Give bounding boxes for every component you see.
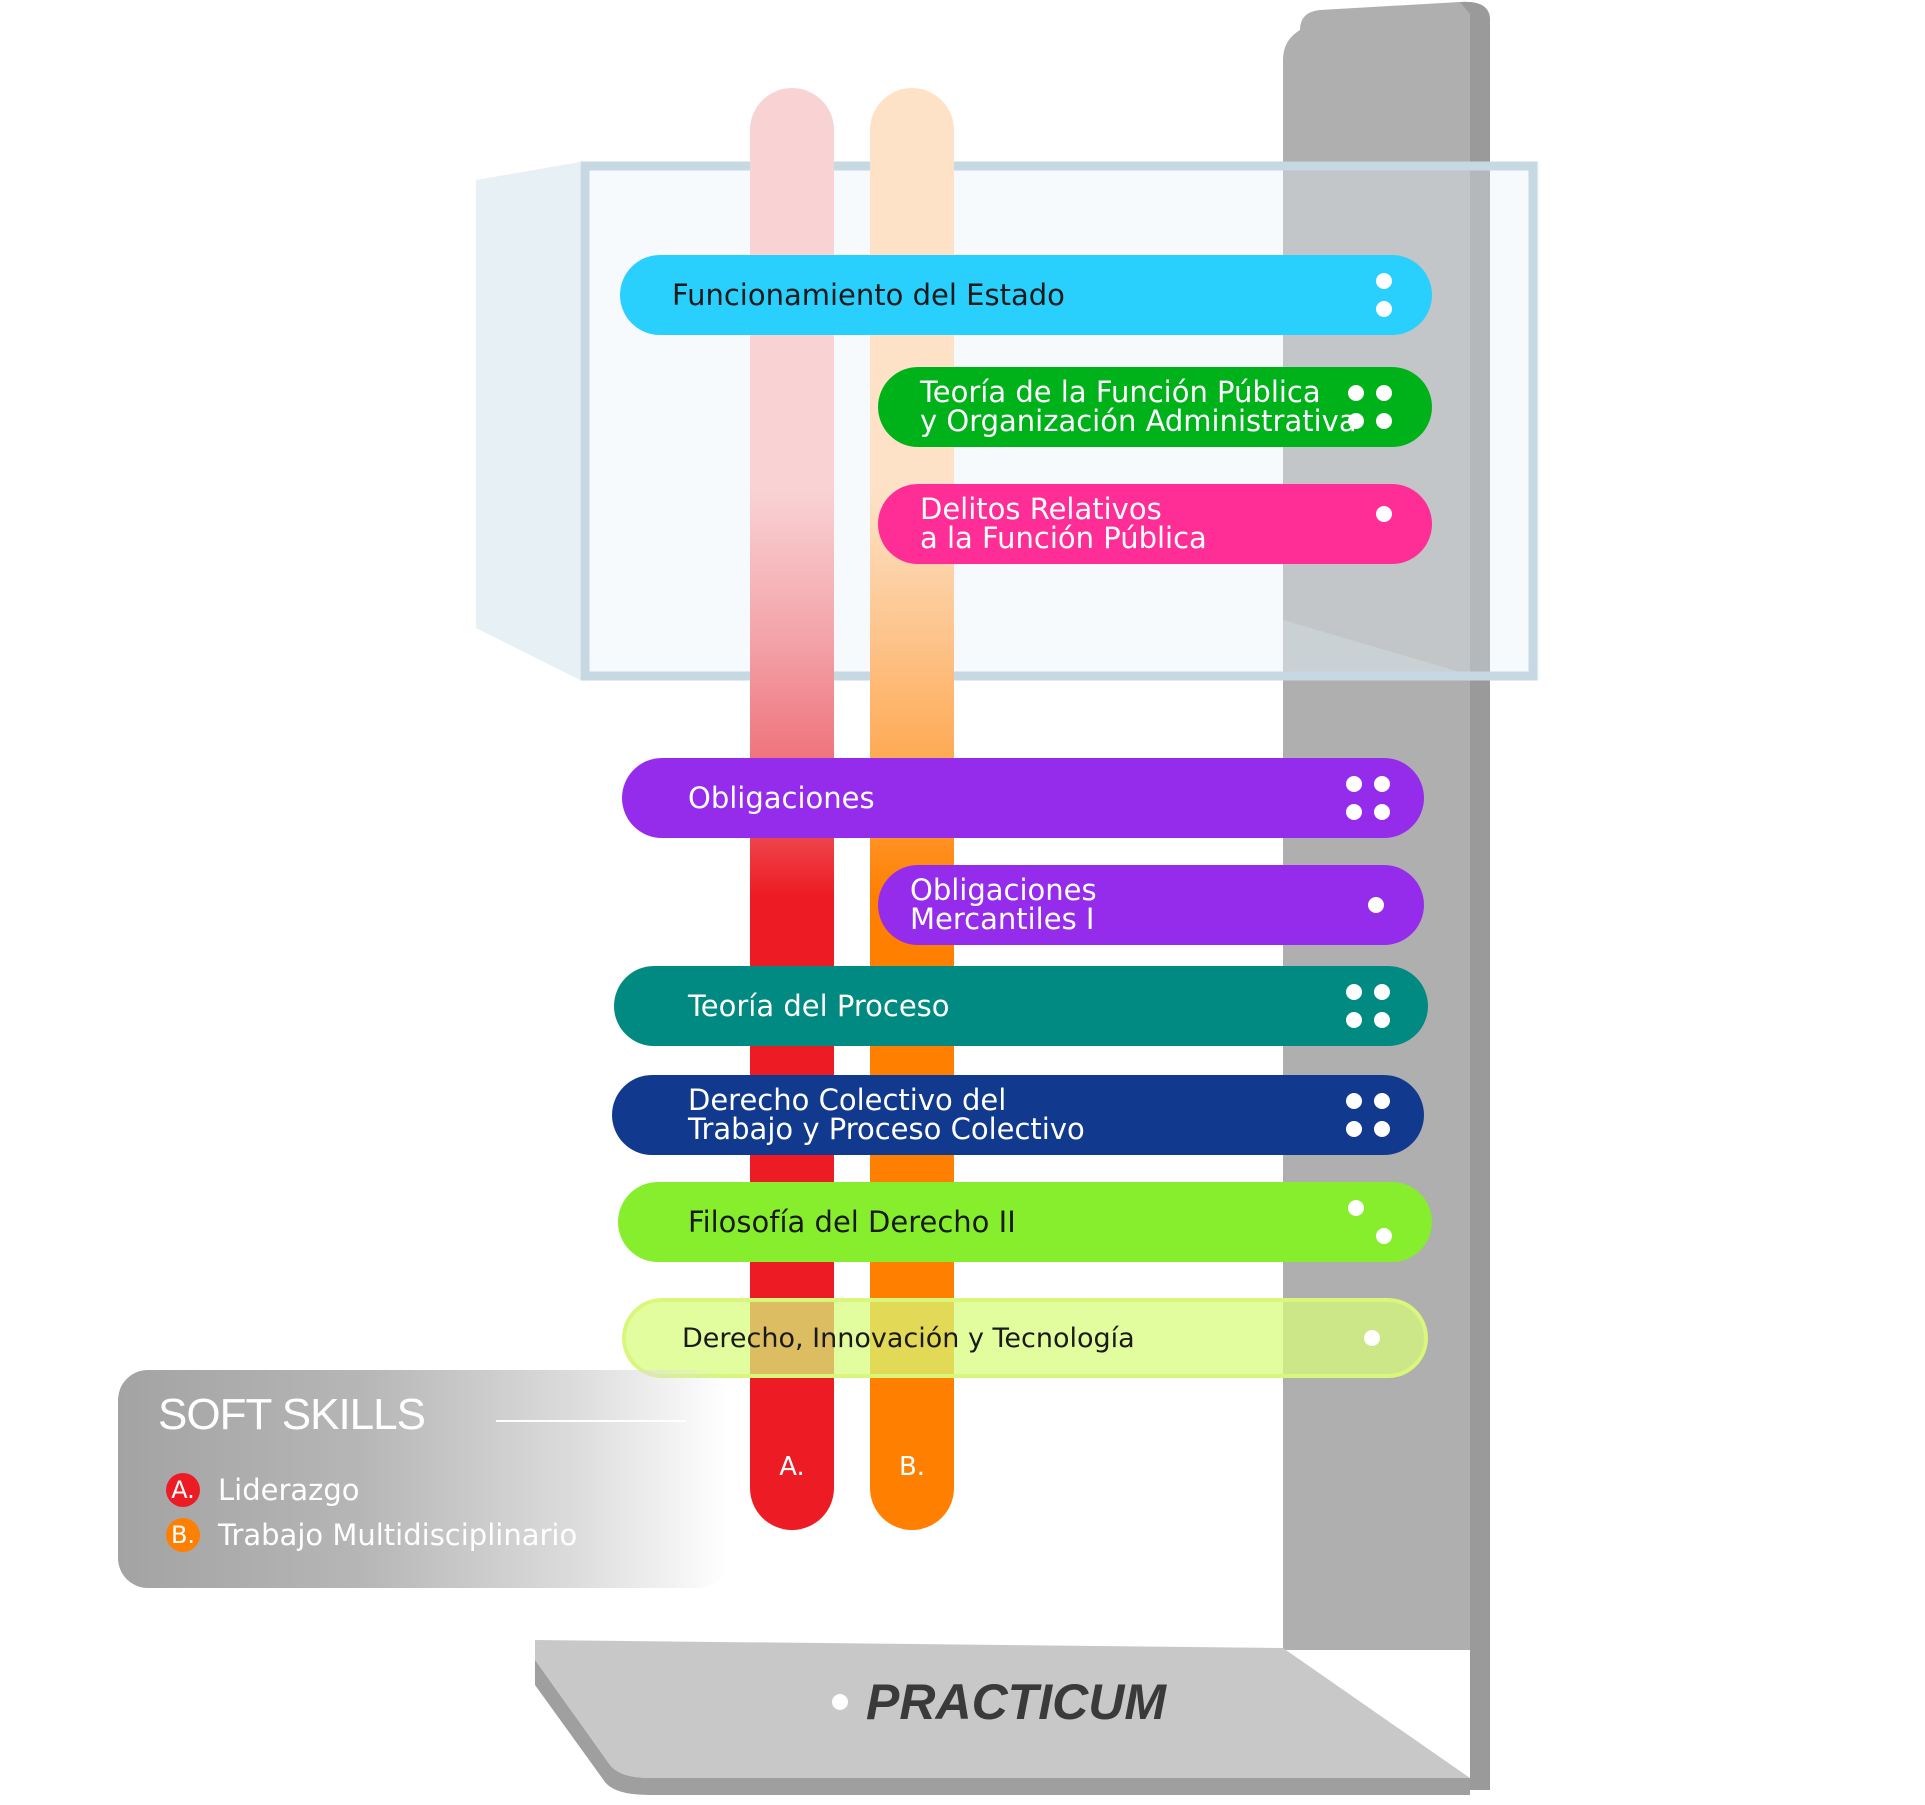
course-label: Teoría del Proceso [688, 988, 950, 1023]
practicum-label: PRACTICUM [832, 1673, 1166, 1731]
course-pill-derecho-innovacion: Derecho, Innovación y Tecnología [622, 1298, 1428, 1378]
legend-badge-a: A. [166, 1473, 200, 1507]
course-label: Teoría de la Función Pública y Organizac… [920, 375, 1357, 438]
bar-a-label: A. [779, 1452, 805, 1482]
legend-item-b: B. Trabajo Multidisciplinario [166, 1518, 577, 1552]
legend-item-a: A. Liderazgo [166, 1473, 360, 1507]
course-pill-derecho-colectivo: Derecho Colectivo del Trabajo y Proceso … [612, 1075, 1424, 1155]
credit-dots [1364, 1330, 1380, 1346]
soft-skills-title: SOFT SKILLS [158, 1390, 426, 1439]
credit-dots [1348, 385, 1392, 429]
title-rule [496, 1420, 686, 1422]
course-pill-teoria-funcion-publica: Teoría de la Función Pública y Organizac… [878, 367, 1432, 447]
course-pill-teoria-del-proceso: Teoría del Proceso [614, 966, 1428, 1046]
credit-dots [1346, 984, 1390, 1028]
course-pill-funcionamiento-del-estado: Funcionamiento del Estado [620, 255, 1432, 335]
course-label: Obligaciones Mercantiles I [910, 873, 1097, 936]
bullet-icon [832, 1694, 848, 1710]
legend-label-b: Trabajo Multidisciplinario [218, 1518, 578, 1552]
course-pill-delitos-relativos: Delitos Relativos a la Función Pública [878, 484, 1432, 564]
credit-dots [1368, 897, 1384, 913]
legend-label-a: Liderazgo [218, 1473, 360, 1507]
course-label: Obligaciones [688, 780, 875, 815]
course-pill-filosofia-del-derecho: Filosofía del Derecho II [618, 1182, 1432, 1262]
course-label: Delitos Relativos a la Función Pública [920, 492, 1207, 555]
credit-dots [1348, 1200, 1392, 1244]
credit-dots [1376, 506, 1392, 523]
credit-dots [1346, 776, 1390, 820]
course-label: Derecho, Innovación y Tecnología [682, 1322, 1135, 1354]
soft-skills-panel: SOFT SKILLS A. Liderazgo B. Trabajo Mult… [118, 1370, 728, 1588]
bar-b-label: B. [898, 1452, 926, 1482]
course-label: Funcionamiento del Estado [672, 277, 1065, 312]
course-label: Derecho Colectivo del Trabajo y Proceso … [688, 1083, 1085, 1146]
course-pill-obligaciones: Obligaciones [622, 758, 1424, 838]
credit-dots [1346, 1093, 1390, 1137]
course-pill-obligaciones-mercantiles: Obligaciones Mercantiles I [878, 865, 1424, 945]
practicum-text: PRACTICUM [866, 1674, 1166, 1730]
legend-badge-b: B. [166, 1518, 200, 1552]
course-label: Filosofía del Derecho II [688, 1204, 1016, 1239]
credit-dots [1376, 273, 1392, 317]
